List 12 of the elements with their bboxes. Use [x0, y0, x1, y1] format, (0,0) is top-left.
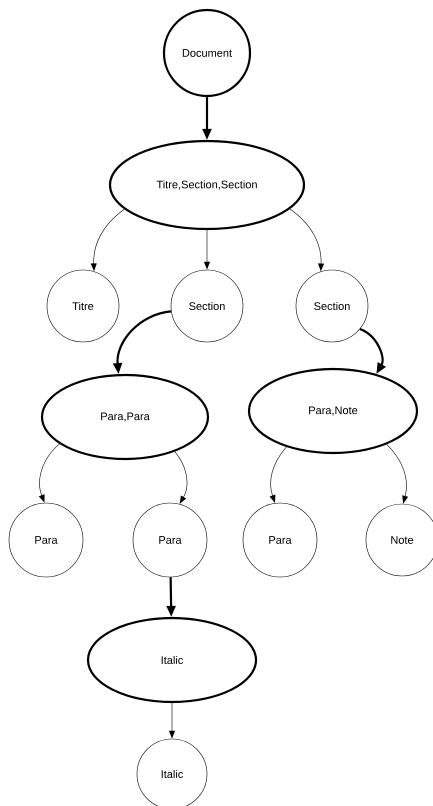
- circle-node: Section: [170, 270, 244, 342]
- circle-node: Para: [132, 502, 208, 578]
- arrow: [174, 451, 188, 504]
- circle-node: Document: [162, 8, 252, 98]
- circle-node: Section: [296, 270, 368, 342]
- ellipse-node: Titre,Section,Section: [108, 140, 306, 230]
- ellipse-node: Para,Note: [248, 368, 418, 454]
- circle-node: Para: [8, 502, 84, 578]
- ellipse-node: Para,Para: [40, 374, 210, 460]
- ellipse-node: Italic: [86, 616, 258, 704]
- circle-node: Titre: [46, 270, 120, 342]
- circle-node: Para: [242, 502, 318, 578]
